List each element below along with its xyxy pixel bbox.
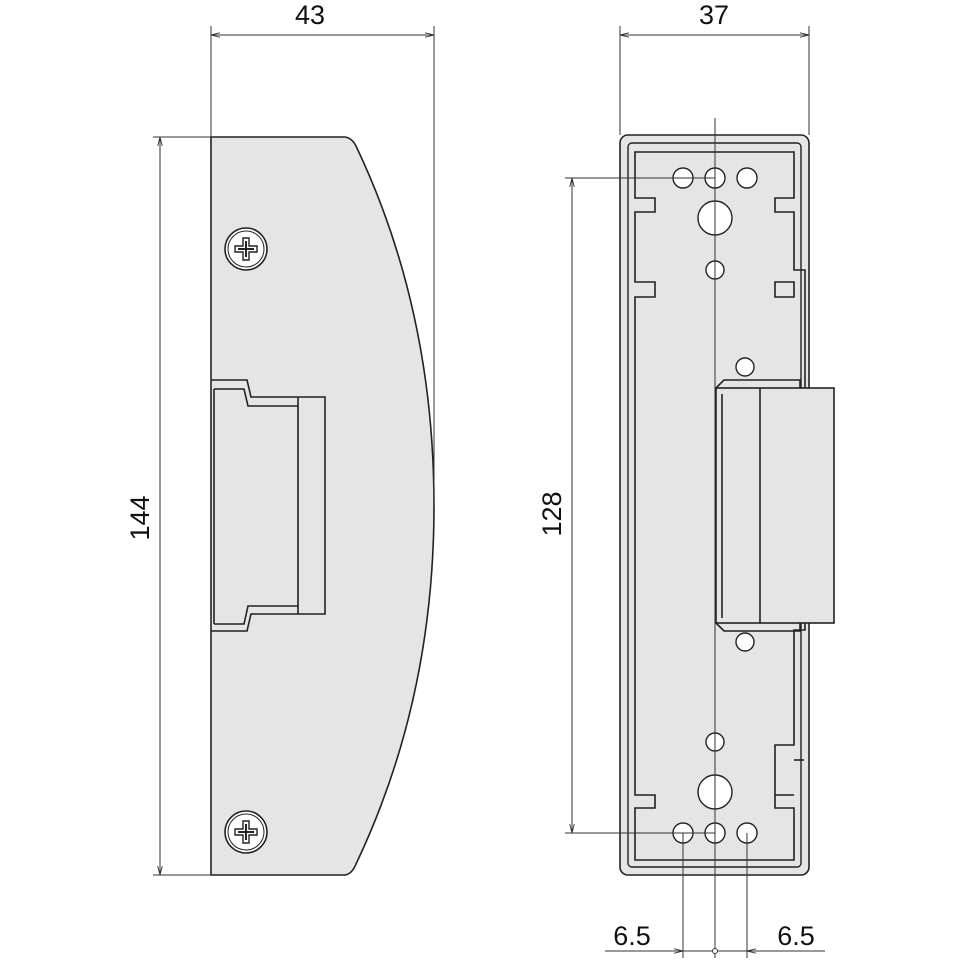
height-dimension-label: 144 bbox=[125, 495, 155, 540]
latch-bottom-lip bbox=[715, 622, 801, 632]
height-dimension-label: 128 bbox=[537, 491, 567, 536]
strike-plate-body bbox=[210, 136, 435, 876]
latch-block bbox=[715, 387, 835, 624]
width-dimension-label: 37 bbox=[699, 0, 729, 30]
cavity-notch bbox=[774, 281, 795, 298]
phillips-screw-icon bbox=[224, 227, 268, 271]
offset-dimension-label-left: 6.5 bbox=[613, 921, 651, 951]
latch-top-lip bbox=[715, 379, 801, 389]
rear-view: 37 128 6.5 6.5 bbox=[537, 0, 835, 958]
keeper-recess-outer bbox=[211, 379, 326, 632]
center-mark bbox=[712, 948, 718, 954]
front-view: 43 144 bbox=[125, 0, 435, 876]
small-hole bbox=[735, 632, 755, 652]
housing-cavity bbox=[634, 151, 806, 861]
offset-dimension-label-right: 6.5 bbox=[777, 921, 815, 951]
small-hole bbox=[735, 357, 755, 377]
phillips-screw-icon bbox=[224, 810, 268, 854]
keeper-recess-inner bbox=[214, 388, 299, 625]
width-dimension-label: 43 bbox=[295, 0, 325, 30]
mounting-hole bbox=[736, 167, 758, 189]
